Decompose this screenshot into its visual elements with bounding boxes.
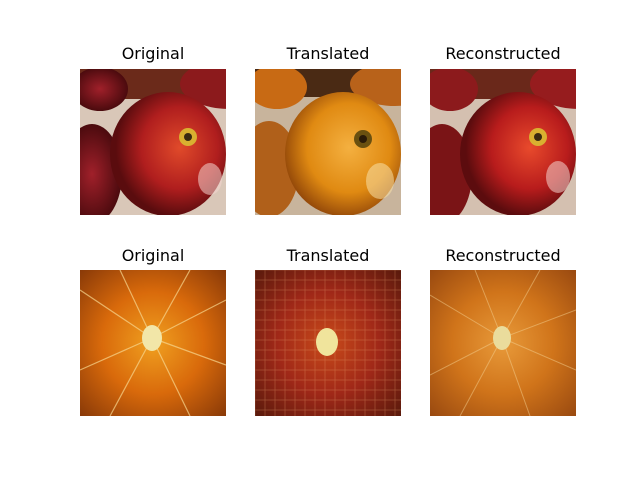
row2-reconstructed-image: [430, 270, 576, 416]
row1-reconstructed-title: Reconstructed: [445, 44, 561, 63]
row1-reconstructed-image: [430, 69, 576, 215]
row2-original-title: Original: [121, 246, 185, 265]
row1-translated-image: [255, 69, 401, 215]
row2-original-image: [80, 270, 226, 416]
row2-reconstructed-title: Reconstructed: [445, 246, 561, 265]
row2-translated-title: Translated: [286, 246, 370, 265]
row2-translated-image: [255, 270, 401, 416]
row1-translated-title: Translated: [286, 44, 370, 63]
row1-original-title: Original: [121, 44, 185, 63]
row1-original-image: [80, 69, 226, 215]
